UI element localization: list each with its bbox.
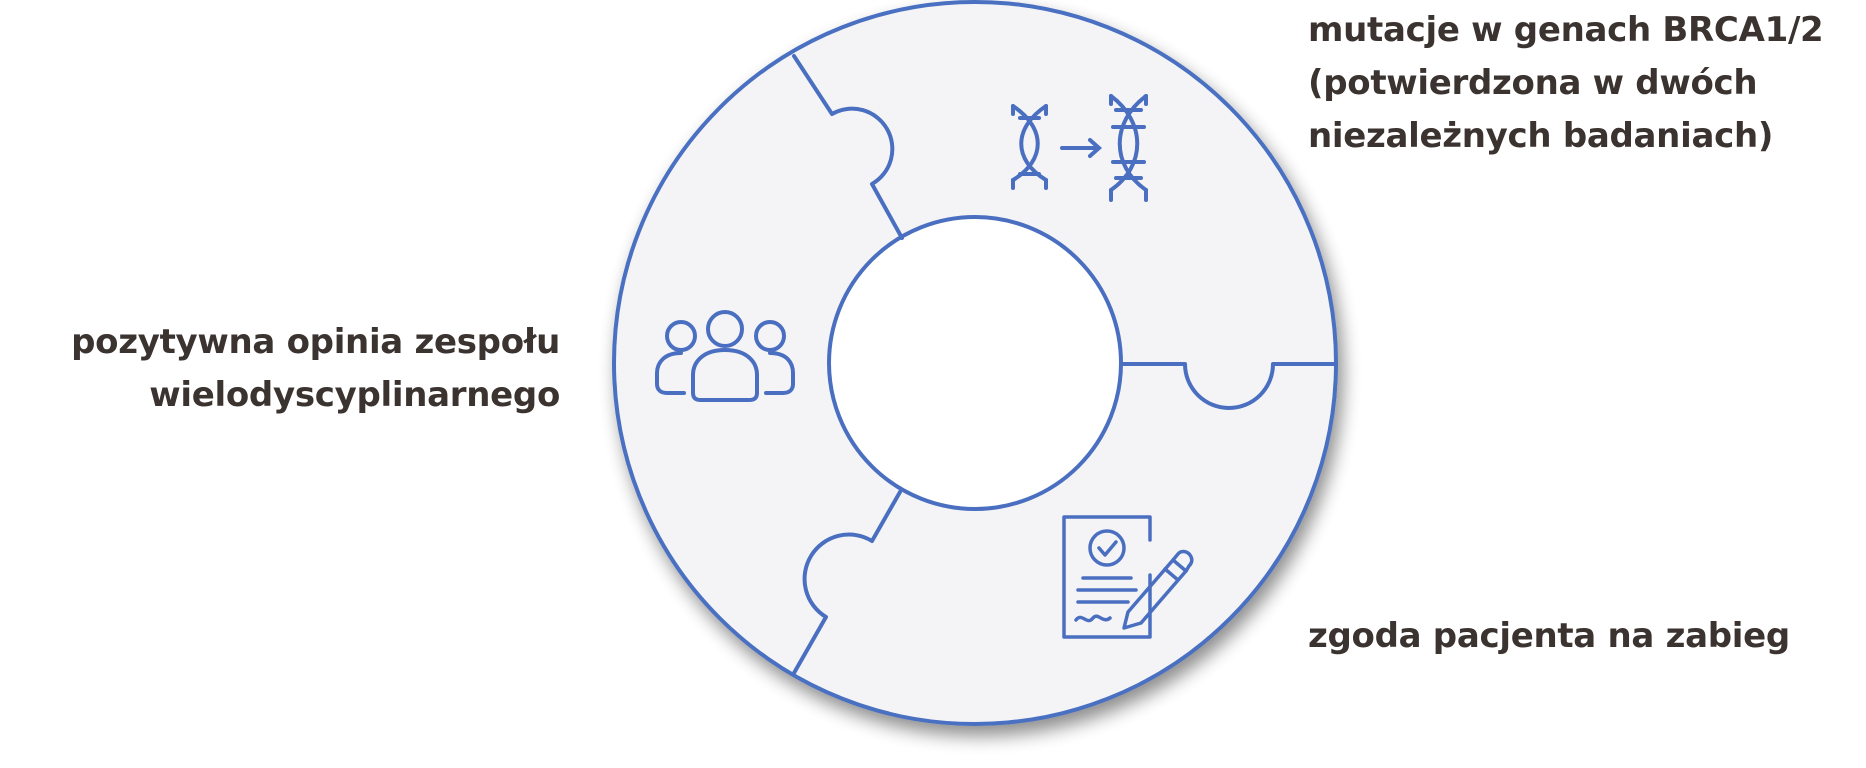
seam-bottom: [792, 490, 902, 675]
label-brca-line-2: (potwierdzona w dwóch: [1308, 63, 1758, 103]
seam-right: [1119, 362, 1338, 410]
signed-document-icon: [1062, 515, 1194, 639]
center-hole: [827, 215, 1123, 511]
label-team-line-2: wielodyscyplinarnego: [149, 375, 560, 415]
dna-arrow-icon: [1011, 94, 1148, 202]
seam-top: [792, 54, 904, 240]
label-brca-mutation: mutacje w genach BRCA1/2 (potwierdzona w…: [1308, 4, 1824, 163]
label-team-opinion: pozytywna opinia zespołu wielodyscyplina…: [71, 316, 560, 422]
label-brca-line-3: niezależnych badaniach): [1308, 116, 1774, 156]
label-patient-consent: zgoda pacjenta na zabieg: [1308, 610, 1790, 663]
people-group-icon: [655, 310, 795, 402]
label-consent-line-1: zgoda pacjenta na zabieg: [1308, 616, 1790, 656]
label-team-line-1: pozytywna opinia zespołu: [71, 322, 560, 362]
puzzle-seams: [792, 54, 1338, 675]
label-brca-line-1: mutacje w genach BRCA1/2: [1308, 10, 1824, 50]
